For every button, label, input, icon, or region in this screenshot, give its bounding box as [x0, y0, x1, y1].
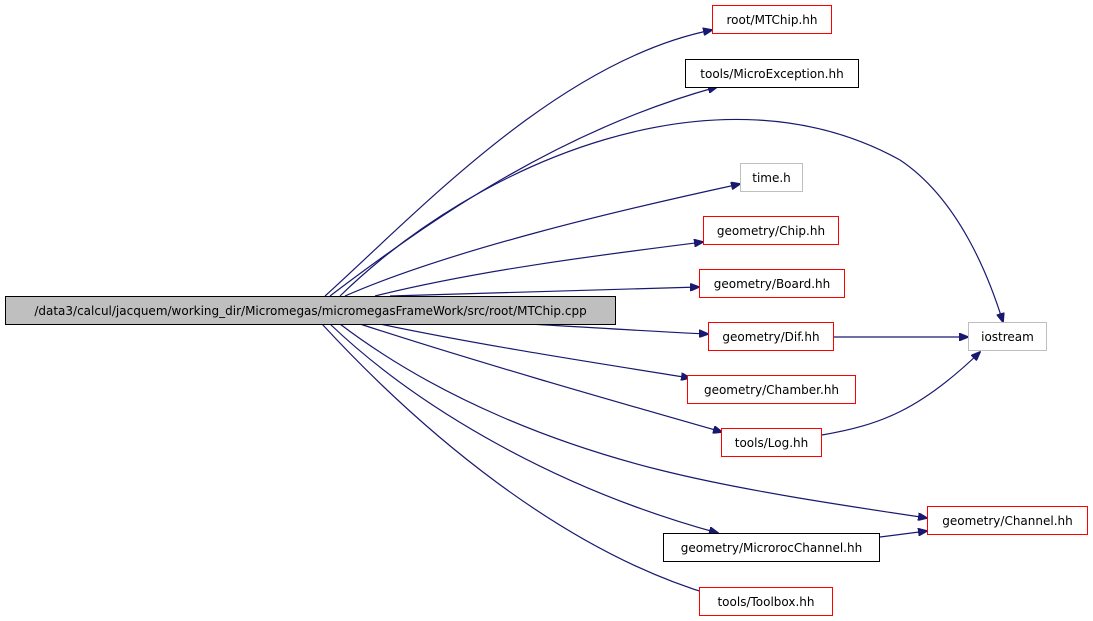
edge-root-log — [359, 323, 722, 432]
edge-log-iostream — [821, 352, 980, 436]
node-iostream: iostream — [968, 322, 1047, 351]
edge-microroc-channel-channel — [879, 531, 927, 538]
edge-root-microroc-channel — [329, 323, 718, 533]
node-geometry-channel[interactable]: geometry/Channel.hh — [927, 506, 1088, 535]
node-geometry-chamber[interactable]: geometry/Chamber.hh — [687, 375, 856, 404]
node-tools-microexception[interactable]: tools/MicroException.hh — [685, 59, 859, 88]
node-geometry-board[interactable]: geometry/Board.hh — [699, 269, 845, 298]
node-tools-toolbox[interactable]: tools/Toolbox.hh — [699, 587, 833, 616]
edge-root-mtchip — [324, 30, 712, 297]
node-geometry-chip[interactable]: geometry/Chip.hh — [703, 216, 839, 245]
node-geometry-microrocchannel[interactable]: geometry/MicrorocChannel.hh — [663, 533, 880, 562]
node-tools-log[interactable]: tools/Log.hh — [721, 428, 822, 457]
node-geometry-dif[interactable]: geometry/Dif.hh — [708, 322, 834, 351]
edge-root-board — [389, 287, 699, 297]
edge-root-toolbox — [321, 323, 712, 595]
node-time-h: time.h — [740, 163, 803, 192]
edge-root-time — [344, 184, 740, 297]
edge-root-iostream — [339, 118, 1003, 322]
edge-root-chamber — [379, 323, 690, 378]
edge-root-channel — [339, 323, 927, 518]
edge-root-dif — [529, 323, 708, 334]
node-root-mtchip-hh[interactable]: root/MTChip.hh — [712, 5, 832, 34]
edge-root-chip — [374, 242, 703, 297]
node-mtchip-cpp: /data3/calcul/jacquem/working_dir/Microm… — [5, 296, 616, 325]
edge-root-micro-exception — [329, 87, 717, 297]
